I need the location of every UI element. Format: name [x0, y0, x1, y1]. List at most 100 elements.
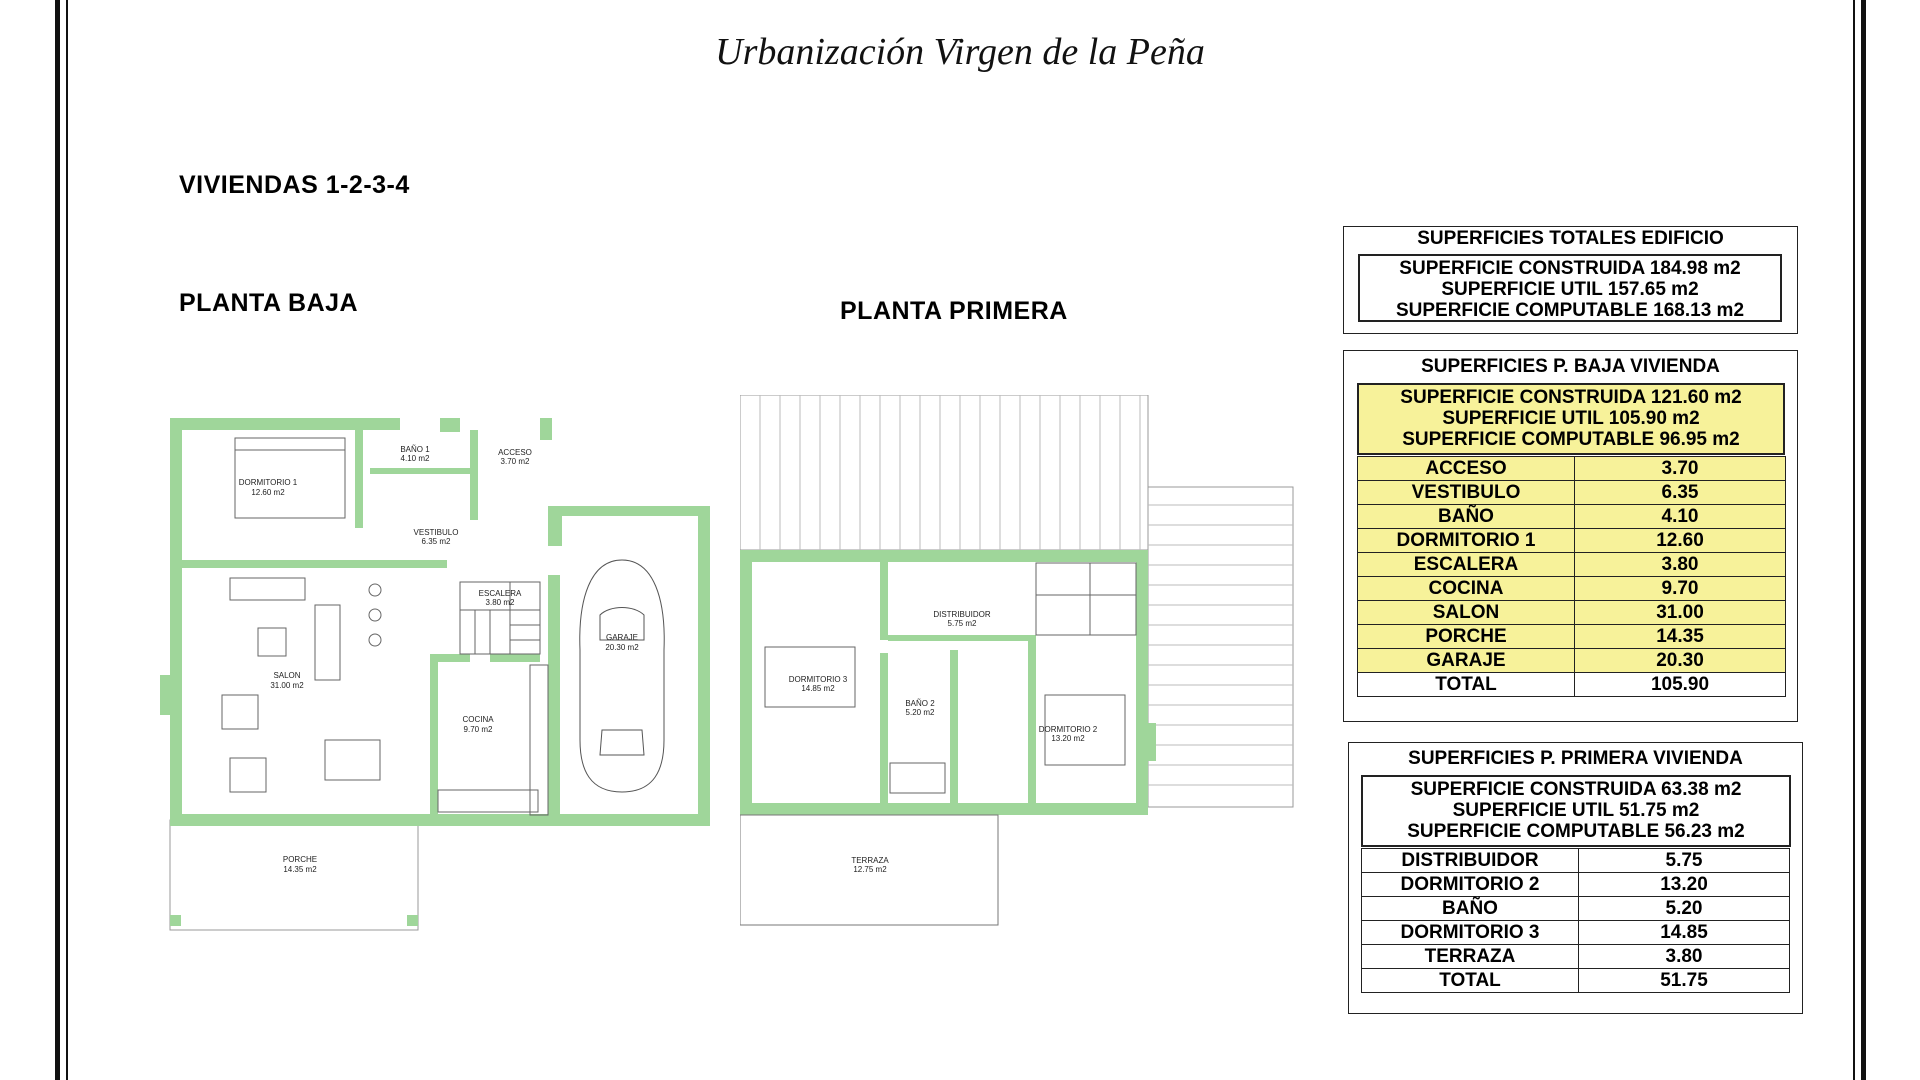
porche-post: [170, 915, 181, 926]
label-dormitorio1: DORMITORIO 1: [239, 478, 298, 487]
heading-viviendas: VIVIENDAS 1-2-3-4: [179, 171, 410, 199]
terraza-outline: [740, 814, 999, 926]
area-vestibulo: 6.35 m2: [422, 537, 451, 546]
room-name: DISTRIBUIDOR: [1361, 848, 1579, 873]
label-dormitorio3: DORMITORIO 3: [789, 675, 848, 684]
car-icon: [579, 559, 665, 793]
bathtub: [889, 762, 946, 794]
planta-baja-walls: [160, 418, 710, 826]
label-vestibulo: VESTIBULO: [414, 528, 459, 537]
room-value: 14.35: [1574, 624, 1786, 649]
floor-plan-planta-baja: DORMITORIO 1 12.60 m2 BAÑO 1 4.10 m2 ACC…: [160, 410, 710, 935]
room-name: PORCHE: [1357, 624, 1575, 649]
primera-table: SUPERFICIES P. PRIMERA VIVIENDA SUPERFIC…: [1348, 742, 1803, 1014]
room-name: COCINA: [1357, 576, 1575, 601]
label-garaje: GARAJE: [606, 633, 638, 642]
totales-summary: SUPERFICIE CONSTRUIDA 184.98 m2 SUPERFIC…: [1358, 254, 1782, 322]
primera-line-construida: SUPERFICIE CONSTRUIDA 63.38 m2: [1410, 779, 1742, 800]
label-bano1: BAÑO 1: [400, 445, 430, 454]
bed: [764, 646, 856, 708]
area-acceso: 3.70 m2: [501, 457, 530, 466]
room-value: 3.80: [1574, 552, 1786, 577]
bed: [1044, 694, 1126, 766]
room-value: 3.80: [1578, 944, 1790, 969]
room-name: VESTIBULO: [1357, 480, 1575, 505]
label-bano2: BAÑO 2: [905, 699, 935, 708]
document-title: Urbanización Virgen de la Peña: [715, 31, 1205, 73]
primera-line-computable: SUPERFICIE COMPUTABLE 56.23 m2: [1407, 821, 1745, 842]
living-furniture: [221, 577, 382, 793]
label-cocina: COCINA: [462, 715, 494, 724]
porche-post: [407, 915, 418, 926]
area-dormitorio1: 12.60 m2: [251, 488, 285, 497]
room-value: 51.75: [1578, 968, 1790, 993]
room-value: 13.20: [1578, 872, 1790, 897]
roof-stripes: [759, 395, 1141, 550]
area-garaje: 20.30 m2: [605, 643, 639, 652]
area-bano2: 5.20 m2: [906, 708, 935, 717]
room-name: DORMITORIO 2: [1361, 872, 1579, 897]
label-terraza: TERRAZA: [851, 856, 889, 865]
baja-line-util: SUPERFICIE UTIL 105.90 m2: [1442, 408, 1700, 429]
totales-line-construida: SUPERFICIE CONSTRUIDA 184.98 m2: [1399, 258, 1741, 279]
room-name: TOTAL: [1361, 968, 1579, 993]
label-escalera: ESCALERA: [479, 589, 522, 598]
room-name: BAÑO: [1361, 896, 1579, 921]
baja-title: SUPERFICIES P. BAJA VIVIENDA: [1421, 356, 1720, 377]
room-value: 5.75: [1578, 848, 1790, 873]
room-value: 9.70: [1574, 576, 1786, 601]
totales-title: SUPERFICIES TOTALES EDIFICIO: [1417, 228, 1724, 249]
room-name: DORMITORIO 3: [1361, 920, 1579, 945]
label-dormitorio2: DORMITORIO 2: [1039, 725, 1098, 734]
room-value: 5.20: [1578, 896, 1790, 921]
room-value: 4.10: [1574, 504, 1786, 529]
baja-table: SUPERFICIES P. BAJA VIVIENDA SUPERFICIE …: [1343, 350, 1798, 722]
area-cocina: 9.70 m2: [464, 725, 493, 734]
primera-title: SUPERFICIES P. PRIMERA VIVIENDA: [1408, 748, 1743, 769]
area-porche: 14.35 m2: [283, 865, 317, 874]
side-roof: [1147, 486, 1294, 808]
room-name: ESCALERA: [1357, 552, 1575, 577]
room-value: 20.30: [1574, 648, 1786, 673]
area-dormitorio3: 14.85 m2: [801, 684, 835, 693]
heading-planta-baja: PLANTA BAJA: [179, 289, 359, 317]
area-terraza: 12.75 m2: [853, 865, 887, 874]
heading-planta-primera: PLANTA PRIMERA: [840, 297, 1068, 325]
room-name: SALON: [1357, 600, 1575, 625]
room-value: 3.70: [1574, 456, 1786, 481]
totales-line-computable: SUPERFICIE COMPUTABLE 168.13 m2: [1395, 300, 1745, 321]
page-frame-right-inner: [1853, 0, 1855, 1080]
label-acceso: ACCESO: [498, 448, 532, 457]
porche-outline: [169, 819, 419, 931]
room-value: 12.60: [1574, 528, 1786, 553]
room-name: ACCESO: [1357, 456, 1575, 481]
stairs: [459, 581, 541, 655]
area-salon: 31.00 m2: [270, 681, 304, 690]
kitchen-counter: [529, 664, 549, 816]
baja-summary: SUPERFICIE CONSTRUIDA 121.60 m2 SUPERFIC…: [1357, 383, 1785, 455]
baja-line-construida: SUPERFICIE CONSTRUIDA 121.60 m2: [1400, 387, 1742, 408]
label-porche: PORCHE: [283, 855, 317, 864]
room-name: TERRAZA: [1361, 944, 1579, 969]
room-name: DORMITORIO 1: [1357, 528, 1575, 553]
room-name: GARAJE: [1357, 648, 1575, 673]
area-distribuidor: 5.75 m2: [948, 619, 977, 628]
page-frame-left-outer: [55, 0, 60, 1080]
page-frame-right-outer: [1861, 0, 1866, 1080]
totales-line-util: SUPERFICIE UTIL 157.65 m2: [1441, 279, 1699, 300]
